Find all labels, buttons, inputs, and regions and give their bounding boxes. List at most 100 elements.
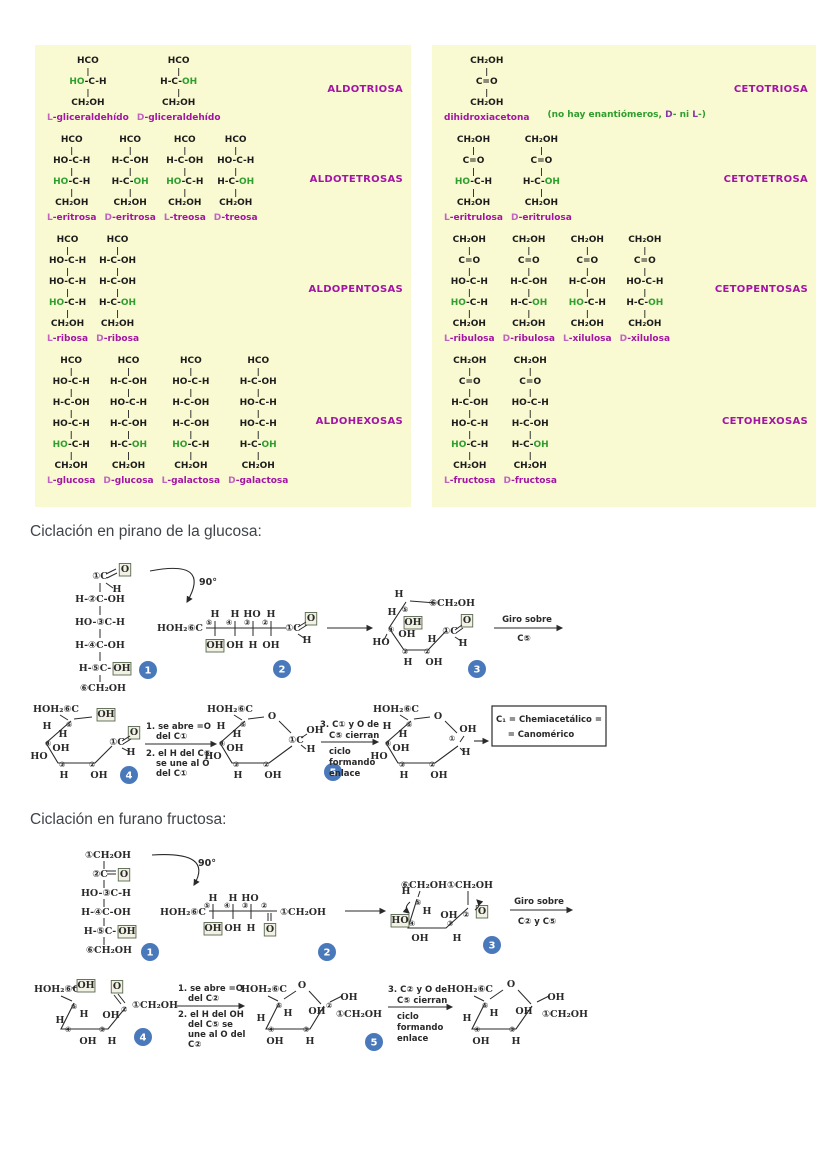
svg-text:④: ④	[409, 919, 415, 928]
svg-text:H: H	[43, 721, 52, 732]
svg-text:del C⑤ se: del C⑤ se	[188, 1020, 233, 1030]
svg-text:①C: ①C	[442, 626, 458, 637]
formula-line: CH₂OH	[524, 135, 559, 145]
formula-line: C=O	[462, 156, 485, 166]
svg-text:H: H	[211, 609, 220, 620]
formula-line: HCO	[77, 56, 99, 66]
sugar-name: D-ribosa	[96, 334, 140, 344]
formula-line: HO-C-H	[166, 177, 204, 187]
bond-line: |	[528, 409, 532, 418]
svg-text:HO: HO	[30, 751, 47, 762]
svg-text:⑤: ⑤	[406, 720, 412, 729]
svg-text:H-②C-OH: H-②C-OH	[75, 594, 125, 605]
svg-text:OH: OH	[77, 980, 94, 991]
svg-text:HO: HO	[243, 609, 260, 620]
bond-line: |	[177, 67, 181, 76]
svg-text:1. se abre =O: 1. se abre =O	[146, 722, 211, 732]
svg-text:④: ④	[65, 1025, 71, 1034]
svg-text:①CH₂OH: ①CH₂OH	[336, 1009, 382, 1020]
bond-line: |	[527, 246, 531, 255]
bond-line: |	[585, 309, 589, 318]
svg-text:④: ④	[474, 1025, 480, 1034]
svg-text:HOH₂⑥C: HOH₂⑥C	[447, 984, 493, 995]
bond-line: |	[485, 88, 489, 97]
svg-text:H: H	[231, 609, 240, 620]
bond-line: |	[643, 309, 647, 318]
sugar-name: D-xilulosa	[619, 334, 671, 344]
formula-line: H-C-OH	[568, 277, 606, 287]
svg-text:H: H	[404, 657, 413, 668]
svg-text:H-⑤C-: H-⑤C-	[79, 663, 112, 674]
svg-text:⑤: ⑤	[71, 1002, 77, 1011]
svg-text:HOH₂⑥C: HOH₂⑥C	[157, 623, 203, 634]
formula-line: HO-C-H	[454, 177, 493, 187]
svg-text:Giro sobre: Giro sobre	[502, 615, 552, 625]
formula-line: C=O	[519, 377, 542, 387]
svg-text:OH: OH	[113, 663, 130, 674]
formula-line: HO-C-H	[172, 377, 210, 387]
svg-text:del C②: del C②	[188, 994, 219, 1004]
bond-line: |	[472, 146, 475, 155]
formula-line: CH₂OH	[513, 461, 547, 471]
svg-text:C⑤ cierran: C⑤ cierran	[397, 996, 447, 1006]
bond-line: |	[127, 388, 130, 397]
bond-line: |	[643, 267, 647, 276]
bond-line: |	[69, 388, 73, 397]
svg-text:C②: C②	[188, 1040, 201, 1050]
svg-text:②C: ②C	[92, 869, 108, 880]
svg-text:H: H	[399, 729, 408, 740]
formula-line: HO-C-H	[53, 177, 91, 187]
svg-text:5: 5	[371, 1038, 378, 1049]
svg-text:⑤: ⑤	[66, 720, 72, 729]
svg-text:⑥CH₂OH: ⑥CH₂OH	[80, 683, 126, 694]
svg-text:④: ④	[219, 739, 225, 748]
bond-line: |	[66, 246, 69, 255]
formula-line: CH₂OH	[100, 319, 135, 329]
svg-text:H: H	[428, 634, 437, 645]
svg-text:H: H	[233, 729, 242, 740]
formula-line: HO-C-H	[52, 377, 90, 387]
svg-text:①C: ①C	[109, 737, 125, 748]
formula-line: HO-C-H	[239, 419, 277, 429]
enantiomer-note: (no hay enantiómeros, D- ni L-)	[547, 110, 706, 120]
svg-text:⑤: ⑤	[240, 720, 246, 729]
sugar-name: L-gliceraldehído	[47, 113, 129, 123]
svg-text:OH: OH	[266, 1036, 283, 1047]
svg-text:①: ①	[449, 734, 456, 743]
sugar-name: D-treosa	[213, 213, 258, 223]
bond-line: |	[66, 288, 69, 297]
family-label: CETOHEXOSAS	[722, 415, 808, 427]
formula-line: CH₂OH	[113, 198, 147, 208]
bond-line: |	[86, 88, 90, 97]
bond-line: |	[234, 167, 238, 176]
svg-text:H: H	[229, 893, 238, 904]
svg-text:O: O	[268, 711, 276, 722]
svg-text:se une al O: se une al O	[156, 759, 209, 769]
formula-line: HO-C-H	[451, 440, 489, 450]
formula-line: CH₂OH	[54, 461, 88, 471]
formula-line: C=O	[475, 77, 498, 87]
svg-text:②: ②	[326, 1001, 332, 1010]
svg-text:②: ②	[262, 618, 268, 627]
svg-text:⑤: ⑤	[206, 618, 212, 627]
svg-text:④: ④	[45, 739, 51, 748]
svg-text:Giro sobre: Giro sobre	[514, 897, 564, 907]
family-label: CETOTRIOSA	[733, 84, 808, 95]
svg-text:C⑤ cierran: C⑤ cierran	[329, 731, 379, 741]
svg-text:②: ②	[463, 910, 469, 919]
svg-text:③: ③	[447, 919, 453, 928]
